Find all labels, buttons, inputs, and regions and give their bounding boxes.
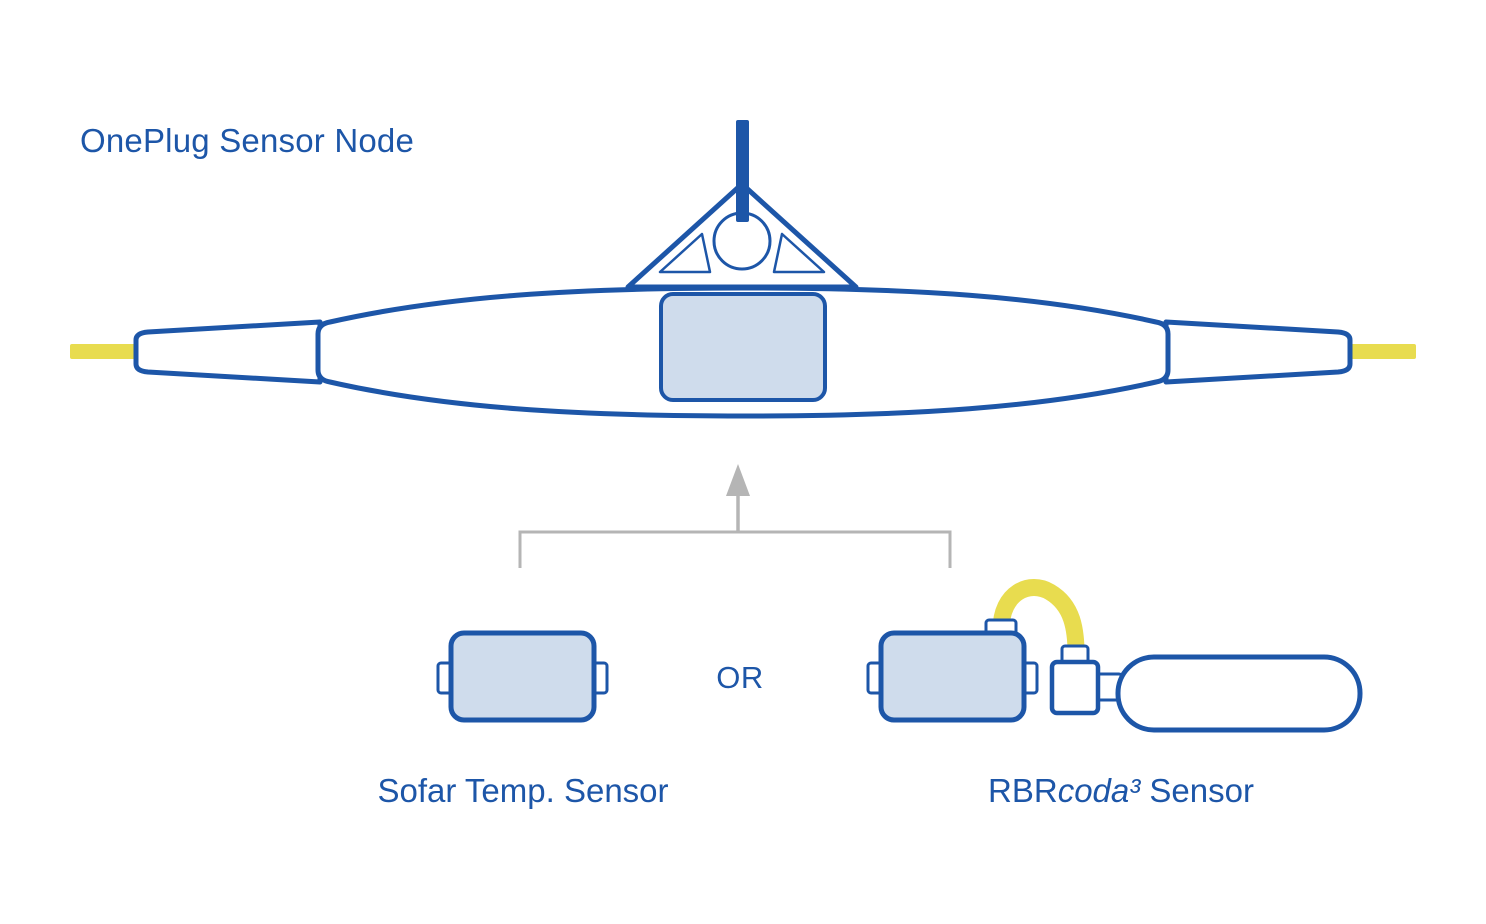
sofar-sensor-label: Sofar Temp. Sensor <box>377 772 669 809</box>
rbr-sensor-cylinder <box>1115 654 1363 733</box>
up-arrow-head <box>726 464 750 496</box>
rbr-label-suffix: Sensor <box>1140 772 1254 809</box>
rbr-label-italic: coda³ <box>1057 772 1141 809</box>
rbr-yellow-cable <box>992 579 1085 663</box>
rbr-sensor-label: RBRcoda³ Sensor <box>988 772 1254 810</box>
rbr-label-prefix: RBR <box>988 772 1058 809</box>
bail-left-cutout <box>658 232 712 274</box>
or-label: OR <box>716 660 764 695</box>
rbr-logger-body <box>878 630 1027 723</box>
rbr-elbow-connector <box>1049 659 1101 716</box>
right-taper-section <box>1163 319 1353 385</box>
right-cable-stub <box>1344 344 1416 359</box>
sofar-sensor-body <box>448 630 597 723</box>
page-title: OnePlug Sensor Node <box>80 122 415 159</box>
bail-right-cutout <box>772 232 826 274</box>
choice-bracket <box>518 530 952 568</box>
left-cable-stub <box>70 344 142 359</box>
mooring-line <box>736 120 749 222</box>
sensor-bay <box>659 292 827 402</box>
left-taper-section <box>133 319 323 385</box>
